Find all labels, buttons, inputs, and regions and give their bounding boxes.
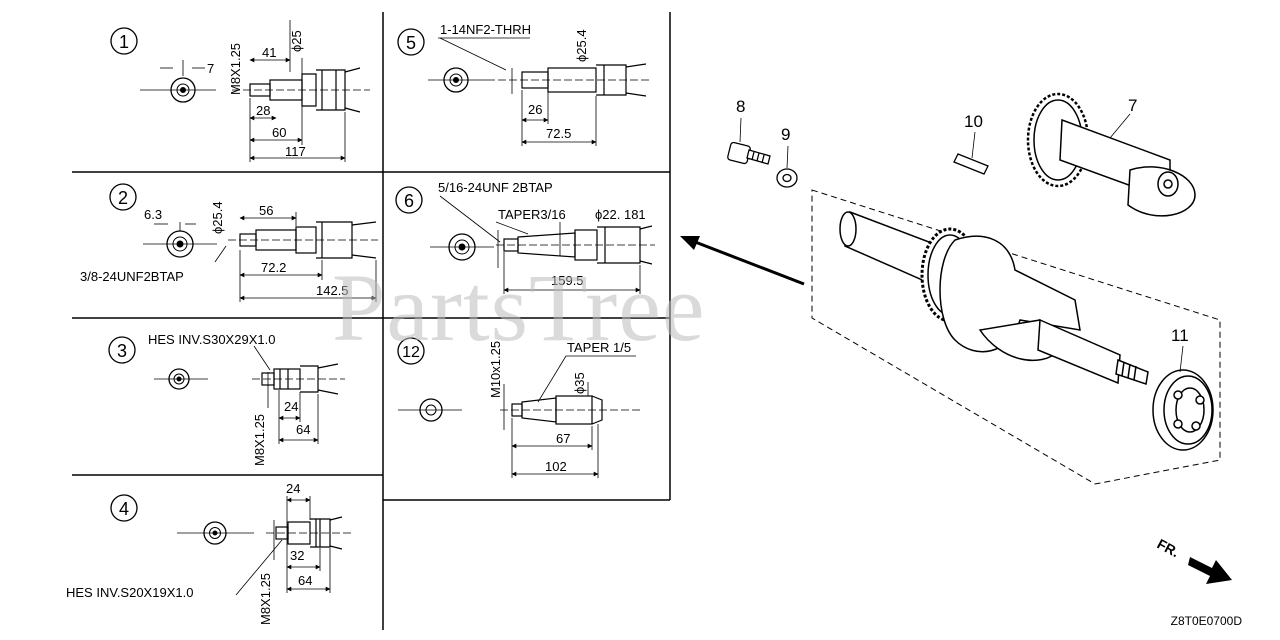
part-8-label: 8 <box>736 97 745 116</box>
callout-5: 5 <box>406 33 416 53</box>
dimension-lines-2 <box>154 212 377 302</box>
dim-6-tap: 5/16-24UNF 2BTAP <box>438 180 553 195</box>
dim-3-d24: 24 <box>284 399 298 414</box>
part-11-bearing <box>1152 369 1214 451</box>
dim-3-d64: 64 <box>296 422 310 437</box>
reference-arrow <box>689 238 805 286</box>
shaft-end-view-2 <box>143 222 217 258</box>
dim-1-d117: 117 <box>285 144 306 159</box>
callout-1-circle <box>110 27 138 55</box>
dim-12-d102: 102 <box>545 459 567 474</box>
shaft-end-view-5 <box>428 67 495 93</box>
dim-4-thread: M8X1.25 <box>258 573 273 625</box>
callout-4-circle <box>110 494 138 522</box>
dim-4-d64: 64 <box>298 573 312 588</box>
dim-1-thread: M8X1.25 <box>228 43 243 95</box>
front-indicator: FR. <box>1155 536 1232 584</box>
dim-3-spline: HES INV.S30X29X1.0 <box>148 332 275 347</box>
callout-4: 4 <box>119 499 129 519</box>
shaft-side-view-4 <box>266 516 352 550</box>
dim-12-dia: ϕ35 <box>572 372 587 394</box>
shaft-end-view-4 <box>177 521 254 545</box>
dimension-lines-1 <box>160 20 346 162</box>
shaft-end-view-12 <box>398 398 462 422</box>
figure-code: Z8T0E0700D <box>1170 614 1242 628</box>
dimension-lines-3 <box>253 345 319 444</box>
dimension-lines-5 <box>438 37 597 146</box>
assembly-dashed-box <box>811 189 1221 485</box>
dim-2-d1425: 142.5 <box>316 283 349 298</box>
callout-2: 2 <box>118 188 128 208</box>
front-arrow-icon <box>1188 557 1232 584</box>
callout-6: 6 <box>404 191 414 211</box>
dimension-lines-12 <box>503 355 636 478</box>
part-10-pin <box>953 153 989 175</box>
variant-1: 1 M8X <box>110 20 370 162</box>
dim-1-dia: ϕ25 <box>289 30 304 52</box>
dim-2-tap: 3/8-24UNF2BTAP <box>80 269 184 284</box>
variant-4: 4 24 32 64 HES <box>66 481 352 625</box>
dim-4-spline: HES INV.S20X19X1.0 <box>66 585 193 600</box>
callout-12-circle <box>397 337 425 365</box>
shaft-side-view-5 <box>498 63 650 97</box>
dim-2-d56: 56 <box>259 203 273 218</box>
dim-2-dia: ϕ25.4 <box>210 201 225 234</box>
dim-5-thread: 1-14NF2-THRH <box>440 22 531 37</box>
dim-4-d32: 32 <box>290 548 304 563</box>
dim-5-d26: 26 <box>528 102 542 117</box>
callout-12: 12 <box>402 344 420 361</box>
shaft-end-view-3 <box>154 368 208 390</box>
variant-6: 6 5/16-24UNF 2BTAP TAPER3/16 ϕ22 <box>395 180 655 294</box>
callout-6-circle <box>395 186 423 214</box>
variant-grid <box>72 12 671 630</box>
part-9-label: 9 <box>781 125 790 144</box>
dim-5-d725: 72.5 <box>546 126 571 141</box>
callout-5-circle <box>397 28 425 56</box>
dim-6-taper: TAPER3/16 <box>498 207 566 222</box>
shaft-side-view-2 <box>228 221 378 259</box>
crankshaft <box>839 210 1149 385</box>
part-7-balancer <box>1026 92 1196 217</box>
dim-12-thread: M10x1.25 <box>488 341 503 398</box>
exploded-assembly: 8 9 10 7 <box>680 92 1232 584</box>
dim-1-d28: 28 <box>256 103 270 118</box>
shaft-side-view-12 <box>500 395 640 425</box>
part-9-washer <box>776 168 798 188</box>
callout-3: 3 <box>117 341 127 361</box>
part-8-bolt <box>727 141 771 165</box>
shaft-end-view-1 <box>140 60 216 103</box>
shaft-side-view-1 <box>232 67 370 113</box>
dim-6-dia: ϕ22. 181 <box>595 207 646 222</box>
part-11-label: 11 <box>1171 326 1189 345</box>
reference-arrow-head <box>680 236 700 250</box>
callout-1: 1 <box>119 32 129 52</box>
part-7-label: 7 <box>1128 96 1137 115</box>
dim-6-d1595: 159.5 <box>551 273 584 288</box>
dim-1-d41: 41 <box>262 45 276 60</box>
part-10-label: 10 <box>964 112 983 131</box>
dim-5-dia: ϕ25.4 <box>574 29 589 62</box>
variant-12: 12 TAPER 1/5 M10x1.25 ϕ35 67 10 <box>397 337 640 478</box>
dim-1-d60: 60 <box>272 125 286 140</box>
dimension-lines-6 <box>439 195 641 294</box>
dim-4-d24: 24 <box>286 481 300 496</box>
variant-5: 5 1-14NF2-THRH ϕ25.4 26 72.5 <box>397 22 650 146</box>
shaft-side-view-3 <box>252 363 345 395</box>
dim-12-d67: 67 <box>556 431 570 446</box>
variant-3: 3 HES INV.S30X29X1.0 M8X1.25 24 <box>108 332 345 466</box>
variant-2: 2 6.3 ϕ2 <box>80 183 378 302</box>
shaft-end-view-6 <box>430 233 494 261</box>
dim-1-d7: 7 <box>207 61 214 76</box>
dim-2-d63: 6.3 <box>144 207 162 222</box>
dim-3-thread: M8X1.25 <box>252 414 267 466</box>
callout-3-circle <box>108 336 136 364</box>
front-label: FR. <box>1155 536 1182 561</box>
dim-12-taper: TAPER 1/5 <box>567 340 631 355</box>
dim-2-d722: 72.2 <box>261 260 286 275</box>
dimension-lines-4 <box>235 496 331 596</box>
shaft-side-view-6 <box>496 225 655 265</box>
callout-2-circle <box>109 183 137 211</box>
